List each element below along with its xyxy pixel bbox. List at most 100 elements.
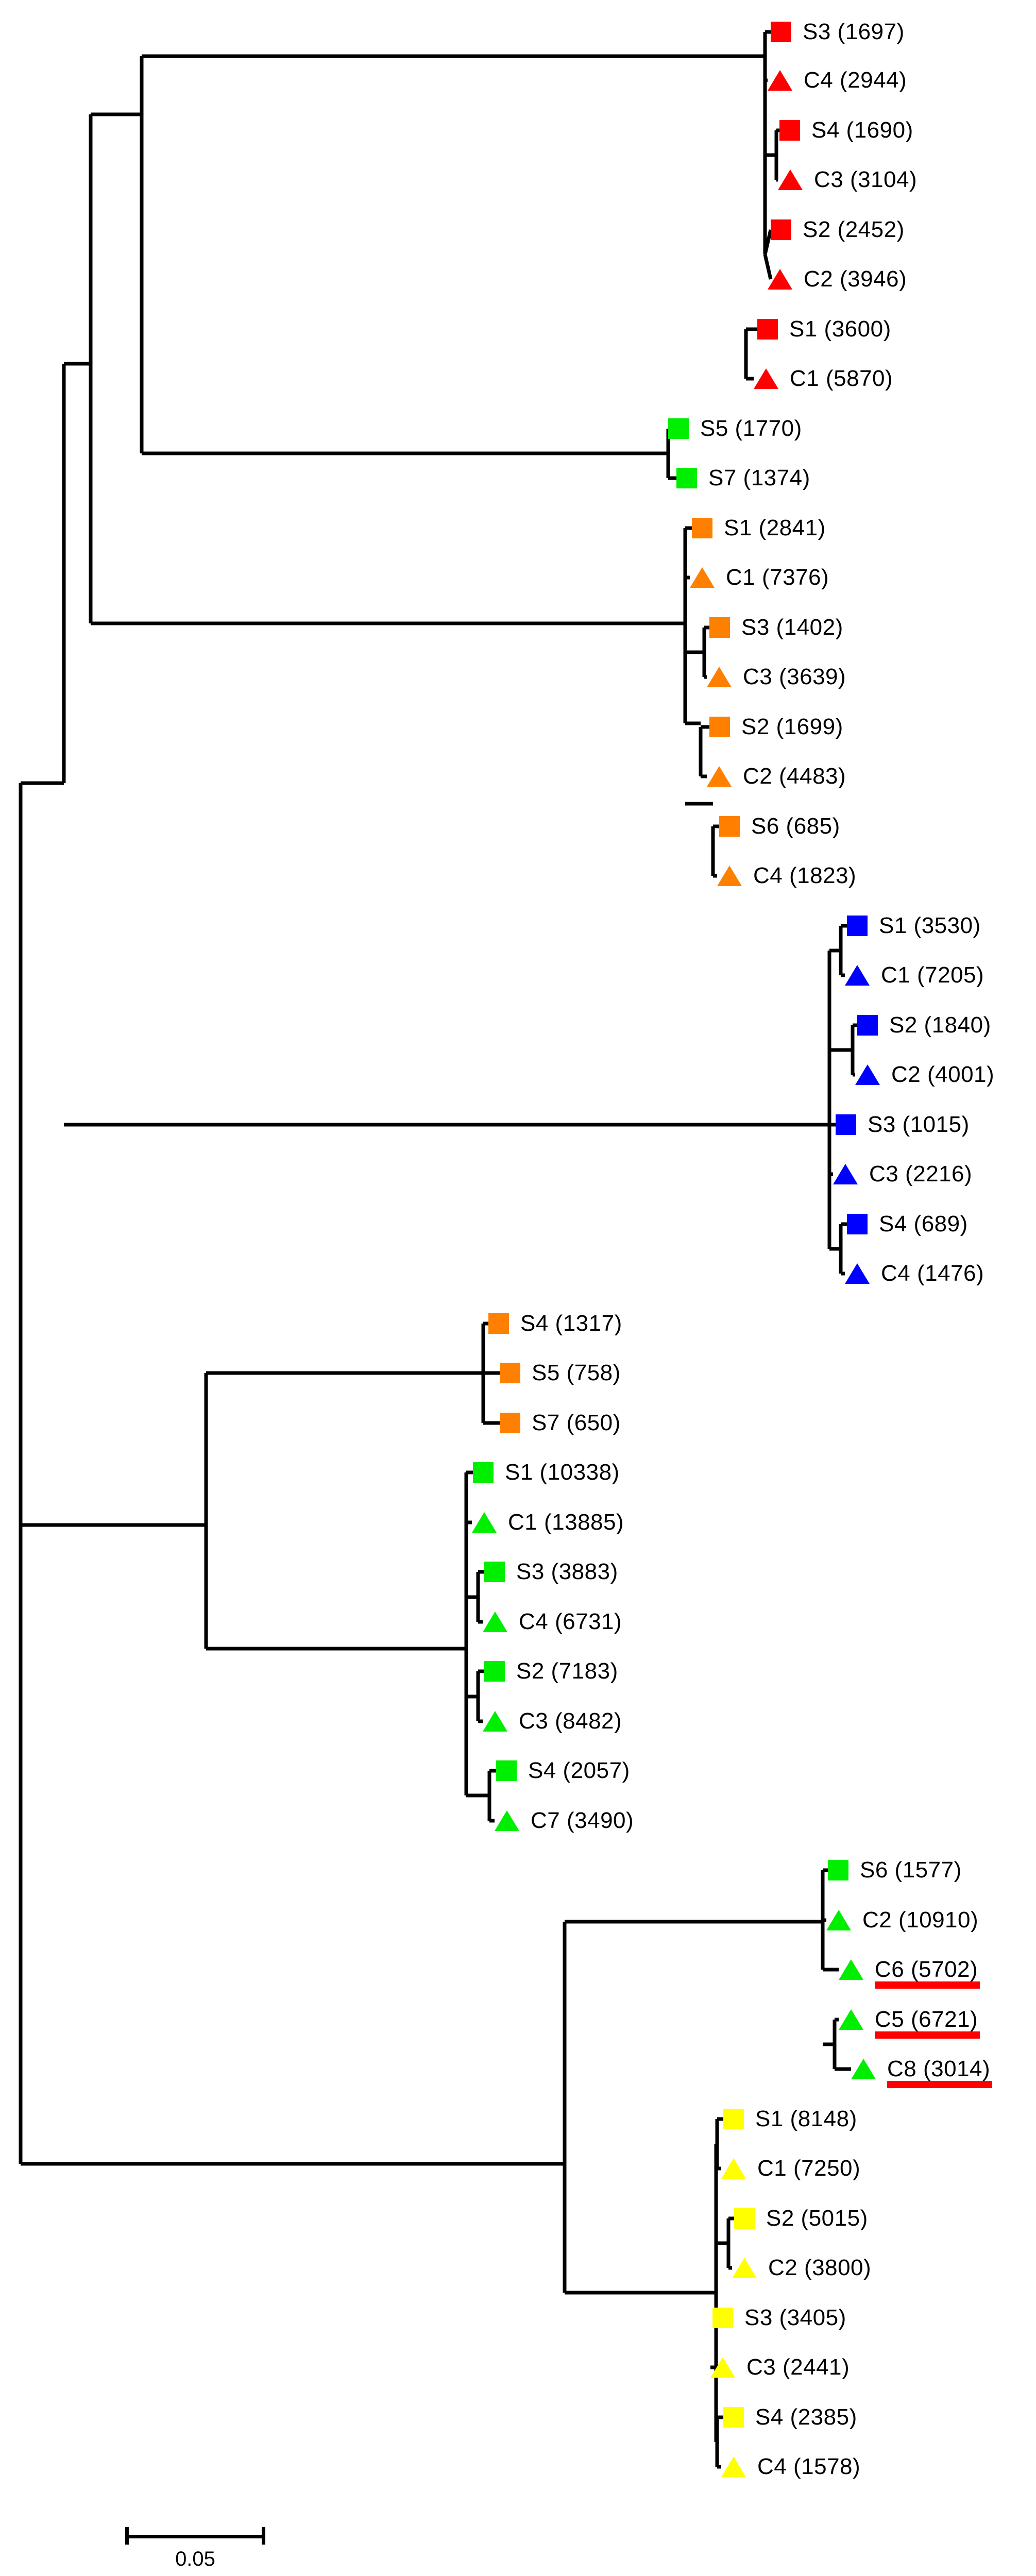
tree-leaf: S4 (1690) — [779, 112, 913, 148]
tree-leaf: C1 (7250) — [721, 2150, 860, 2187]
leaf-label: S3 (1015) — [868, 1112, 970, 1137]
leaf-label: C7 (3490) — [531, 1808, 634, 1833]
leaf-label: S4 (689) — [879, 1211, 968, 1236]
leaf-square-marker-icon — [723, 2407, 744, 2428]
tree-leaf: C4 (2944) — [768, 62, 907, 98]
tree-leaf: C4 (6731) — [483, 1604, 622, 1640]
leaf-square-marker-icon — [676, 468, 697, 488]
tree-leaf: S5 (1770) — [668, 411, 802, 447]
leaf-label: S1 (2841) — [724, 515, 826, 540]
leaf-square-marker-icon — [692, 518, 712, 538]
tree-leaf: C1 (5870) — [754, 361, 893, 397]
leaf-square-marker-icon — [719, 816, 740, 837]
tree-leaf: S6 (1577) — [828, 1852, 962, 1888]
tree-leaf: C2 (4483) — [707, 758, 846, 794]
leaf-label: S3 (3405) — [744, 2305, 846, 2330]
leaf-square-marker-icon — [473, 1462, 494, 1483]
leaf-label: S1 (8148) — [755, 2106, 857, 2131]
tree-leaf: C3 (3639) — [707, 659, 846, 695]
scale-bar-right-cap — [262, 2527, 265, 2545]
tree-leaf: C1 (13885) — [472, 1504, 624, 1540]
tree-leaf: S1 (2841) — [692, 510, 826, 546]
leaf-label: C4 (1578) — [757, 2454, 861, 2479]
leaf-label: C3 (2441) — [746, 2354, 850, 2380]
leaf-label: C1 (7250) — [757, 2156, 861, 2181]
tree-leaf: C6 (5702) — [839, 1952, 980, 1989]
leaf-label: S5 (758) — [532, 1360, 621, 1385]
leaf-label: S1 (3530) — [879, 913, 981, 938]
leaf-label: S6 (1577) — [860, 1857, 962, 1883]
tree-leaf: C3 (8482) — [483, 1703, 622, 1739]
leaf-label: C3 (8482) — [519, 1708, 622, 1734]
tree-leaf: C5 (6721) — [839, 2002, 980, 2039]
leaf-label: C1 (7376) — [726, 565, 829, 590]
leaf-triangle-marker-icon — [845, 1263, 870, 1284]
leaf-triangle-marker-icon — [690, 567, 715, 588]
scale-bar: 0.05 — [125, 2527, 265, 2571]
leaf-label: S7 (650) — [532, 1410, 621, 1435]
leaf-label: C2 (4483) — [743, 764, 846, 789]
tree-leaf: C3 (3104) — [778, 162, 917, 198]
leaf-square-marker-icon — [668, 418, 689, 439]
leaf-label: S3 (1697) — [803, 19, 905, 44]
tree-leaf: C2 (10910) — [826, 1902, 978, 1938]
leaf-label: C2 (3800) — [768, 2255, 872, 2280]
leaf-triangle-marker-icon — [721, 2158, 746, 2179]
tree-leaf: C8 (3014) — [851, 2051, 993, 2088]
tree-branch — [763, 229, 773, 255]
leaf-label: S2 (1699) — [741, 714, 843, 739]
leaf-label: C4 (2944) — [804, 67, 907, 93]
leaf-triangle-marker-icon — [778, 170, 803, 190]
tree-leaf: S1 (3600) — [757, 311, 891, 347]
leaf-square-marker-icon — [857, 1015, 878, 1036]
leaf-square-marker-icon — [847, 1214, 868, 1234]
tree-leaf: S2 (5015) — [734, 2200, 868, 2236]
leaf-square-marker-icon — [484, 1661, 505, 1682]
leaf-triangle-marker-icon — [851, 2059, 876, 2079]
tree-leaf: S7 (650) — [500, 1405, 621, 1441]
leaf-triangle-marker-icon — [833, 1164, 858, 1184]
leaf-label: C8 (3014) — [887, 2056, 993, 2088]
leaf-label: S1 (10338) — [505, 1460, 620, 1485]
tree-leaf: S1 (10338) — [473, 1454, 620, 1490]
leaf-triangle-marker-icon — [707, 667, 732, 687]
leaf-square-marker-icon — [484, 1562, 505, 1582]
scale-bar-rule — [125, 2535, 265, 2538]
leaf-triangle-marker-icon — [839, 1959, 863, 1980]
leaf-square-marker-icon — [709, 617, 730, 638]
leaf-triangle-marker-icon — [710, 2357, 735, 2378]
leaf-triangle-marker-icon — [707, 766, 732, 787]
tree-leaf: S2 (2452) — [771, 212, 905, 248]
leaf-triangle-marker-icon — [768, 70, 792, 91]
leaf-square-marker-icon — [771, 22, 791, 42]
scale-bar-left-cap — [125, 2527, 129, 2545]
leaf-triangle-marker-icon — [721, 2456, 746, 2477]
leaf-label: C1 (5870) — [790, 366, 893, 391]
leaf-label: S2 (7183) — [516, 1658, 618, 1684]
tree-leaf: C2 (3800) — [732, 2250, 871, 2286]
leaf-label: C5 (6721) — [875, 2007, 980, 2039]
leaf-triangle-marker-icon — [768, 269, 792, 290]
leaf-square-marker-icon — [496, 1760, 517, 1781]
leaf-triangle-marker-icon — [717, 866, 742, 886]
leaf-triangle-marker-icon — [732, 2258, 757, 2278]
leaf-label: C1 (13885) — [508, 1510, 624, 1535]
leaf-triangle-marker-icon — [845, 965, 870, 986]
leaf-label: C4 (1476) — [881, 1261, 984, 1286]
leaf-square-marker-icon — [779, 120, 800, 141]
leaf-label: S4 (1690) — [811, 117, 913, 143]
leaf-triangle-marker-icon — [839, 2009, 863, 2030]
leaf-square-marker-icon — [723, 2109, 744, 2129]
tree-leaf: S3 (1697) — [771, 14, 905, 50]
leaf-square-marker-icon — [500, 1363, 520, 1383]
tree-leaf: C3 (2216) — [833, 1156, 972, 1192]
leaf-label: C3 (2216) — [869, 1161, 973, 1187]
leaf-label: S6 (685) — [751, 814, 840, 839]
leaf-label: S2 (5015) — [766, 2206, 868, 2231]
leaf-square-marker-icon — [709, 717, 730, 737]
tree-leaf: S5 (758) — [500, 1355, 621, 1391]
leaf-label: C2 (10910) — [862, 1907, 979, 1933]
leaf-label: C3 (3639) — [743, 664, 846, 689]
leaf-label: S7 (1374) — [708, 465, 810, 490]
tree-leaf: S2 (1699) — [709, 709, 843, 745]
